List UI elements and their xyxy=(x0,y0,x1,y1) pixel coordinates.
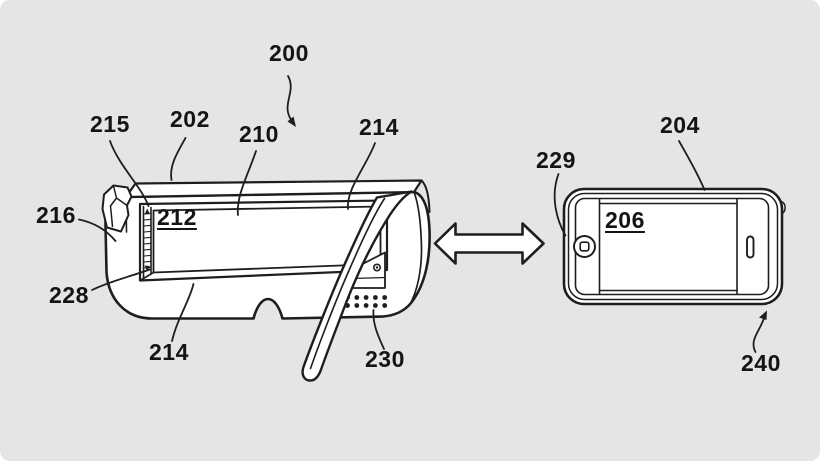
leader-240 xyxy=(752,315,766,353)
leader-230 xyxy=(372,309,385,350)
ref-label-228: 228 xyxy=(49,282,89,308)
transfer-arrow-icon xyxy=(433,222,545,265)
ref-label-214-bottom: 214 xyxy=(149,339,189,365)
ref-label-216: 216 xyxy=(36,202,76,228)
ref-label-240: 240 xyxy=(741,350,781,376)
phone-earpiece-slot xyxy=(746,235,755,259)
phone-body xyxy=(562,187,784,306)
leader-214-bottom xyxy=(171,283,195,342)
hmd-right-end-edge xyxy=(420,179,431,213)
leader-240-arrowhead xyxy=(759,310,767,320)
phone-home-button xyxy=(573,235,596,258)
hmd-speaker-grid xyxy=(345,295,388,308)
leader-210 xyxy=(236,150,257,216)
leader-lines xyxy=(78,75,767,353)
hmd-strap xyxy=(301,190,413,382)
leader-200 xyxy=(286,75,293,122)
leader-228 xyxy=(91,268,151,291)
ref-label-206: 206 xyxy=(605,207,645,233)
hmd-front-right-edge xyxy=(408,191,423,307)
ref-label-214-top: 214 xyxy=(359,114,399,140)
hmd-connector-strip xyxy=(142,205,152,280)
leader-229 xyxy=(553,173,567,237)
ref-label-229: 229 xyxy=(536,147,576,173)
leader-200-arrowhead xyxy=(287,116,296,127)
phone-screen-dividers xyxy=(598,198,738,295)
ref-label-204: 204 xyxy=(660,112,700,138)
hmd-clip-creases xyxy=(109,185,128,228)
phone-case-tab xyxy=(780,200,786,215)
ref-label-215: 215 xyxy=(90,111,130,137)
ref-label-212: 212 xyxy=(157,204,197,230)
ref-label-200: 200 xyxy=(269,40,309,66)
leader-202 xyxy=(170,137,187,181)
leader-214-top xyxy=(347,142,376,210)
ref-label-202: 202 xyxy=(170,106,210,132)
phone-screen-edges xyxy=(598,202,738,292)
ref-label-210: 210 xyxy=(239,121,279,147)
leader-204 xyxy=(678,140,706,191)
hmd-clip xyxy=(101,184,133,233)
leader-215 xyxy=(109,140,150,207)
ref-label-230: 230 xyxy=(365,346,405,372)
phone-drawing xyxy=(562,187,786,306)
leader-216 xyxy=(78,218,117,242)
hmd-drawing xyxy=(101,179,431,382)
phone-case-line xyxy=(567,192,779,301)
hmd-strap-contour xyxy=(309,197,386,370)
